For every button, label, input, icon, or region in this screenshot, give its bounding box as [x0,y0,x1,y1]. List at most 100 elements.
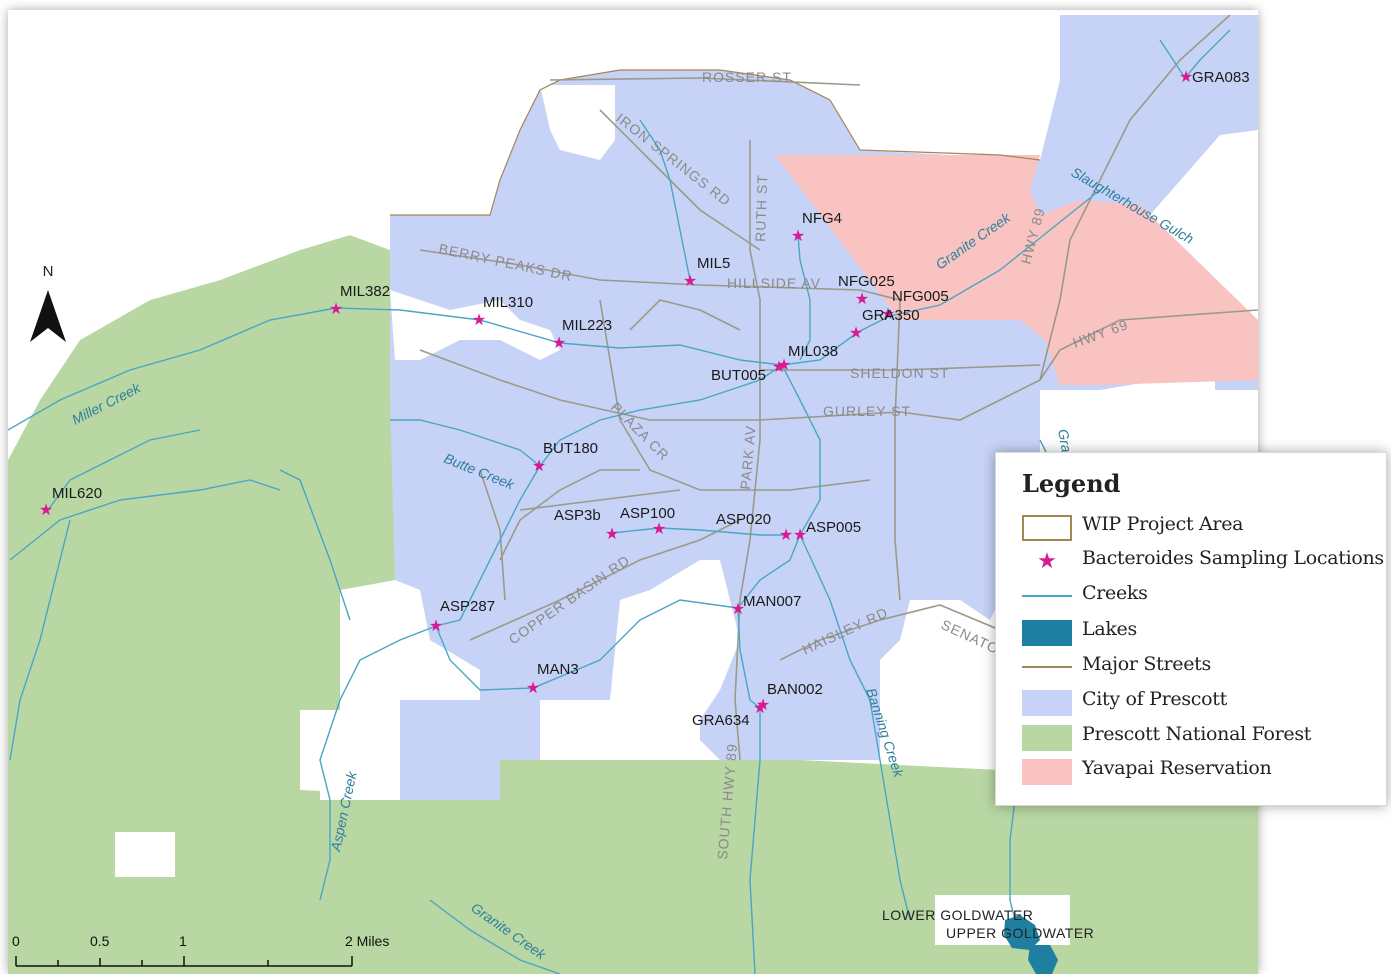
white-parcel-w [390,290,560,360]
legend-item-forest: Prescott National Forest [1018,721,1388,755]
street-label-rosser: ROSSER ST [702,69,792,85]
legend-label: City of Prescott [1082,688,1227,710]
site-label: GRA350 [862,307,920,324]
site-mil310[interactable]: ★MIL310 [472,294,533,329]
site-marker-icon: ★ [652,521,666,538]
site-label: NFG005 [892,288,949,305]
site-label: BUT005 [711,367,766,384]
site-label: MIL382 [340,283,390,300]
site-asp005[interactable]: ★ASP005 [793,519,861,544]
site-marker-icon: ★ [526,680,540,697]
site-marker-icon: ★ [756,697,770,714]
legend-swatch-wip [1022,515,1072,541]
legend: Legend WIP Project Area ★ Bacteroides Sa… [995,452,1387,806]
site-nfg025[interactable]: ★NFG025 [838,273,895,308]
site-mil382[interactable]: ★MIL382 [329,283,390,318]
site-label: MIL223 [562,317,612,334]
site-marker-icon: ★ [777,357,791,374]
white-parcel-e [1040,390,1258,452]
private-parcel [115,832,175,877]
legend-item-wip: WIP Project Area [1018,511,1388,545]
private-parcel-goldwater [935,895,1070,945]
legend-swatch-lakes [1022,620,1072,646]
site-nfg4[interactable]: ★NFG4 [791,210,842,245]
legend-label: Prescott National Forest [1082,723,1312,745]
site-mil038[interactable]: ★MIL038 [777,343,838,374]
site-man3[interactable]: ★ MAN3 [526,661,579,697]
site-label: GRA083 [1192,69,1250,86]
site-ban002[interactable]: ★BAN002 [753,681,823,717]
site-gra634[interactable]: ★ GRA634 [692,697,770,729]
site-label: ASP3b [554,507,601,524]
site-marker-icon: ★ [605,526,619,543]
site-marker-icon: ★ [683,273,697,290]
site-marker-icon: ★ [772,359,786,376]
legend-swatch-reservation [1022,759,1072,785]
site-mil5[interactable]: ★MIL5 [683,255,731,290]
site-marker-icon: ★ [753,700,767,717]
site-label: GRA634 [692,712,750,729]
site-mil620[interactable]: ★MIL620 [39,485,102,519]
site-label: ASP100 [620,505,675,522]
site-marker-icon: ★ [793,527,807,544]
site-asp3b[interactable]: ★ASP3b [554,507,619,543]
legend-label: Major Streets [1082,653,1211,675]
site-gra083[interactable]: ★GRA083 [1179,69,1250,86]
yavapai-reservation-area [775,155,1258,385]
site-marker-icon: ★ [779,527,793,544]
white-parcel-mid [610,560,740,720]
scale-label-half: 0.5 [90,933,110,949]
site-asp020[interactable]: ★ ASP020 [716,511,793,544]
street-label-gurley: GURLEY ST [823,403,911,419]
legend-label: WIP Project Area [1082,513,1244,535]
site-label: ASP020 [716,511,771,528]
lake-label-upper-goldwater: UPPER GOLDWATER [946,925,1094,941]
legend-label: Creeks [1082,582,1148,604]
site-marker-icon: ★ [731,601,745,618]
legend-item-streets: Major Streets [1018,651,1388,685]
site-marker-icon: ★ [881,306,895,323]
legend-item-creeks: Creeks [1018,580,1388,614]
street-label-sheldon: SHELDON ST [850,365,949,381]
legend-item-lakes: Lakes [1018,616,1388,650]
site-label: ASP287 [440,598,495,615]
site-label: MIL5 [697,255,730,272]
star-icon: ★ [1037,549,1057,574]
site-marker-icon: ★ [39,502,53,519]
legend-swatch-streets [1022,666,1072,668]
scale-label-2: 2 Miles [345,933,389,949]
site-label: BAN002 [767,681,823,698]
site-label: MIL620 [52,485,102,502]
site-label: MAN3 [537,661,579,678]
north-arrow: N [30,263,66,342]
site-gra350[interactable]: ★GRA350 [849,307,920,342]
legend-title: Legend [1022,469,1121,498]
wip-project-boundary [390,69,1041,216]
legend-swatch-forest [1022,725,1072,751]
site-label: MAN007 [743,593,801,610]
site-marker-icon: ★ [849,325,863,342]
site-but005[interactable]: ★ BUT005 [711,359,786,384]
site-nfg005[interactable]: ★NFG005 [881,288,949,323]
site-man007[interactable]: ★MAN007 [731,593,802,618]
white-parcel-n [540,85,615,160]
legend-label: Yavapai Reservation [1082,757,1272,779]
street-label-ruth: RUTH ST [752,174,770,242]
legend-swatch-creeks [1022,595,1072,597]
legend-item-reservation: Yavapai Reservation [1018,755,1388,789]
site-mil223[interactable]: ★MIL223 [552,317,612,352]
site-label: NFG4 [802,210,842,227]
legend-item-sampling: ★ Bacteroides Sampling Locations [1018,545,1388,579]
site-but180[interactable]: ★BUT180 [532,440,598,475]
site-asp100[interactable]: ★ASP100 [620,505,675,538]
site-label: BUT180 [543,440,598,457]
site-marker-icon: ★ [791,228,805,245]
site-asp287[interactable]: ★ ASP287 [429,598,495,635]
legend-label: Bacteroides Sampling Locations [1082,547,1384,569]
site-label: MIL310 [483,294,533,311]
scale-label-1: 1 [179,933,187,949]
site-marker-icon: ★ [472,312,486,329]
site-marker-icon: ★ [429,618,443,635]
site-marker-icon: ★ [552,335,566,352]
